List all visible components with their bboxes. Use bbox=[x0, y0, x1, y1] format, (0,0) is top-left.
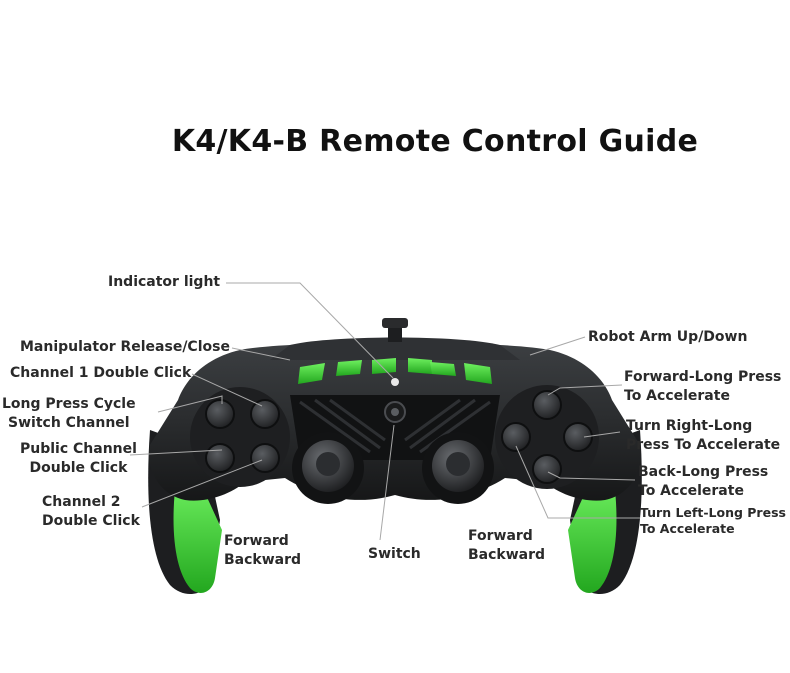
label-left-stick: Forward Backward bbox=[224, 533, 302, 568]
left-button-top-right[interactable] bbox=[250, 399, 280, 429]
power-switch[interactable] bbox=[384, 401, 406, 423]
right-button-right[interactable] bbox=[563, 422, 593, 452]
label-turn-left: Turn Left-Long Press To Accelerate bbox=[640, 505, 786, 536]
label-manipulator: Manipulator Release/Close bbox=[20, 339, 230, 355]
indicator-light-dot bbox=[391, 378, 399, 386]
label-turn-right: Turn Right-Long Press To Accelerate bbox=[626, 418, 781, 453]
label-channel-2: Channel 2 Double Click bbox=[42, 494, 140, 529]
right-button-left[interactable] bbox=[501, 422, 531, 452]
leader-lines bbox=[129, 282, 640, 541]
right-joystick[interactable] bbox=[422, 432, 494, 504]
label-robot-arm: Robot Arm Up/Down bbox=[588, 329, 748, 345]
label-right-stick: Forward Backward bbox=[468, 528, 546, 563]
right-button-down[interactable] bbox=[532, 454, 562, 484]
left-button-bottom-left[interactable] bbox=[205, 443, 235, 473]
label-long-press-cycle: Long Press Cycle Switch Channel bbox=[2, 396, 136, 431]
right-button-up[interactable] bbox=[532, 390, 562, 420]
left-button-top-left[interactable] bbox=[205, 399, 235, 429]
label-public-channel: Public Channel Double Click bbox=[20, 441, 137, 476]
left-joystick[interactable] bbox=[292, 432, 364, 504]
label-channel-1: Channel 1 Double Click bbox=[10, 365, 192, 381]
page-title: K4/K4-B Remote Control Guide bbox=[171, 124, 699, 159]
label-forward-long: Forward-Long Press To Accelerate bbox=[624, 369, 782, 404]
label-switch: Switch bbox=[368, 546, 421, 562]
left-button-bottom-right[interactable] bbox=[250, 443, 280, 473]
label-back-long: Back-Long Press To Accelerate bbox=[638, 464, 769, 499]
right-button-cluster bbox=[495, 385, 599, 489]
indicator-strip bbox=[298, 358, 492, 386]
label-indicator-light: Indicator light bbox=[108, 274, 221, 290]
left-button-cluster bbox=[190, 387, 290, 487]
